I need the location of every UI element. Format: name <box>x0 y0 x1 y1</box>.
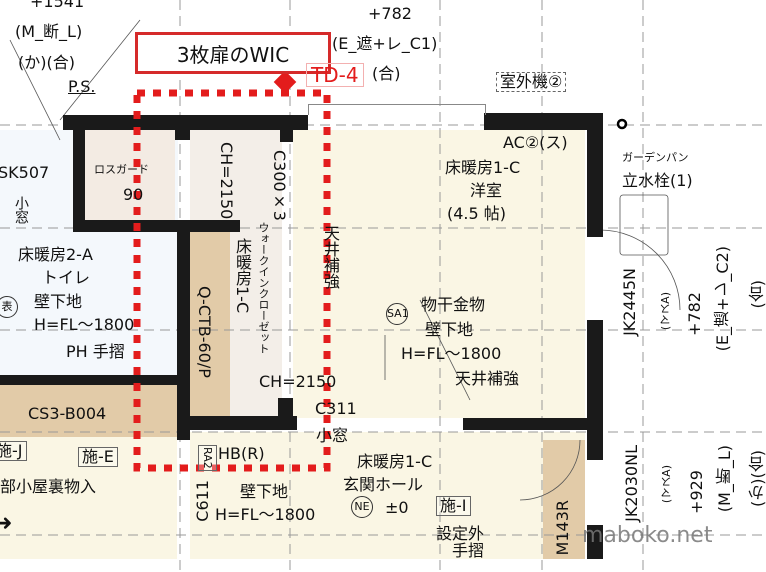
wall-rosguard-left <box>73 130 85 232</box>
label: 施-J <box>0 441 27 461</box>
label: P.S. <box>68 77 96 96</box>
storage-band <box>0 385 177 437</box>
sa1-symbol: SA1 <box>386 303 409 325</box>
room-name: ウォークインクローゼット <box>257 222 270 354</box>
label: 設定外 <box>436 524 485 543</box>
wall-wic-post-lower <box>278 398 293 418</box>
wall-wic-left <box>177 225 190 440</box>
label: RA2 <box>198 445 217 471</box>
label: C611 <box>193 480 212 522</box>
label: Q-CTB-60/P <box>195 286 214 378</box>
label: 壁下地 <box>425 320 474 339</box>
wall-right-bottom <box>587 525 603 559</box>
window-code: JK2445N <box>620 268 639 336</box>
label: (マスA) <box>659 292 672 331</box>
label: ±0 <box>385 498 409 517</box>
label: AC②(ス) <box>503 133 568 152</box>
closet-shelf <box>190 232 230 416</box>
hall-tan-strip <box>543 440 585 559</box>
label: CH=2150 <box>217 142 236 220</box>
label: HB(R) <box>218 444 265 463</box>
label: C300×3 <box>270 150 289 221</box>
label: H=FL～1800 <box>215 505 316 524</box>
label: (M_断_L) <box>715 445 734 513</box>
callout-box: 3枚扉のWIC <box>135 32 331 74</box>
label: 小窓 <box>13 196 29 224</box>
wall-wic-post <box>280 130 293 142</box>
label: +782 <box>685 292 704 336</box>
label: ガーデンパン <box>622 151 689 164</box>
label: +782 <box>368 4 412 23</box>
label: (か)(合) <box>18 53 75 72</box>
label: (E_遮+レ_C1) <box>332 34 438 53</box>
label: 天井補強 <box>321 225 340 289</box>
callout-title: 3枚扉のWIC <box>176 42 290 67</box>
room-name: 洋室 <box>470 181 503 200</box>
label: +1541 <box>30 0 85 11</box>
label: (合) <box>372 64 401 83</box>
wall-rosguard-right <box>175 130 190 140</box>
walk-in-closet-lower <box>230 232 282 416</box>
label: 壁下地 <box>240 482 289 501</box>
wall-toilet-bottom <box>0 375 190 385</box>
label: (E_遮+レ_C2) <box>713 246 732 352</box>
room-name: 玄関ホール <box>343 475 424 494</box>
label: 小窓 <box>316 426 349 445</box>
label: 物干金物 <box>421 295 486 314</box>
label: 部小屋裏物入 <box>0 477 97 496</box>
label: 床暖房1-C <box>233 238 252 314</box>
label: (か)(合) <box>748 450 766 507</box>
label: C311 <box>315 399 357 418</box>
wall-right-upper <box>587 113 603 237</box>
label: 床暖房1-C <box>357 452 433 471</box>
western-room <box>293 130 585 418</box>
door-tag: TD-4 <box>306 63 364 87</box>
label: (M_断_L) <box>15 22 83 41</box>
label: CH=2150 <box>259 372 337 391</box>
outdoor-unit-label: 室外機② <box>496 72 567 92</box>
label: 施-E <box>78 447 118 467</box>
door-tag-diamond-icon <box>273 70 297 94</box>
label: +929 <box>687 470 706 514</box>
label: 壁下地 <box>34 292 83 311</box>
watermark: maboko.net <box>582 523 713 548</box>
label: ロスガード <box>94 163 149 176</box>
window-code: JK2030NL <box>622 445 641 522</box>
label: 手摺 <box>452 541 485 560</box>
label: PH 手摺 <box>66 342 125 361</box>
bottom-white <box>0 559 766 572</box>
label: (マスA) <box>660 465 673 504</box>
wall-top <box>63 115 308 130</box>
wall-hall-top <box>177 416 297 430</box>
rosguard-space <box>85 130 175 220</box>
lower-left-area <box>0 437 177 559</box>
label: 90 <box>123 185 144 204</box>
label: 天井補強 <box>455 369 520 388</box>
arrow-right-icon: ➜ <box>0 511 13 536</box>
wall-hall-top-right <box>463 418 587 430</box>
wall-top-right <box>484 113 603 130</box>
label: CS3-B004 <box>28 404 107 423</box>
label: H=FL～1800 <box>401 344 502 363</box>
wall-rosguard-bottom <box>73 220 240 232</box>
label: (4.5 帖) <box>447 204 507 223</box>
label: 施-I <box>436 496 471 516</box>
wall-right-lower <box>587 320 603 460</box>
ne-symbol: NE <box>351 496 373 518</box>
room-name: トイレ <box>42 268 91 287</box>
label: (合) <box>748 280 766 309</box>
walk-in-closet <box>190 130 282 232</box>
mark-symbol: 表 <box>0 296 18 318</box>
label: 床暖房2-A <box>18 245 93 264</box>
label: 立水栓(1) <box>622 171 693 190</box>
label: SK507 <box>0 163 50 182</box>
entrance-hall <box>190 432 585 559</box>
label: M143R <box>553 500 572 556</box>
label: 床暖房1-C <box>445 158 521 177</box>
label: H=FL～1800 <box>34 315 135 334</box>
window-top <box>308 104 486 115</box>
